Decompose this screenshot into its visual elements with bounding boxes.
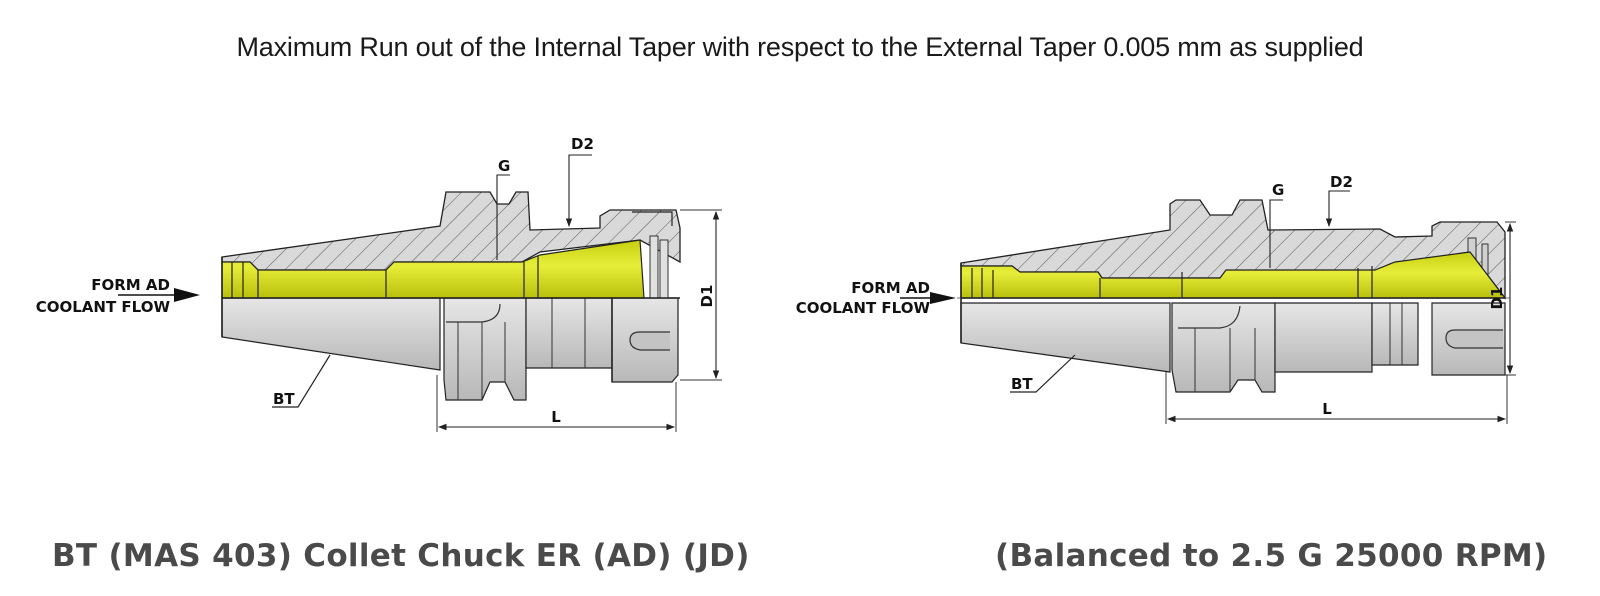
right-coolant-label-1: FORM AD: [851, 279, 930, 297]
right-d2-leader: [1325, 190, 1350, 228]
right-bt-label: BT: [1011, 375, 1033, 393]
left-coolant-arrow-icon: [174, 288, 200, 302]
left-bt-leader: [272, 354, 331, 408]
left-g-leader: [496, 174, 510, 260]
right-g-leader: [1269, 199, 1283, 268]
right-g-label: G: [1272, 181, 1284, 199]
right-d2-label: D2: [1330, 173, 1353, 191]
left-d2-label: D2: [571, 135, 594, 153]
right-bt-leader: [1010, 354, 1076, 393]
left-upper-section: [221, 191, 681, 299]
right-coolant-bore: [960, 251, 1507, 299]
left-d1-label: D1: [698, 285, 716, 308]
left-coolant-bore: [221, 239, 680, 299]
left-bt-label: BT: [273, 390, 295, 408]
left-d2-leader: [565, 154, 592, 228]
balance-caption: (Balanced to 2.5 G 25000 RPM): [995, 538, 1548, 574]
product-caption: BT (MAS 403) Collet Chuck ER (AD) (JD): [52, 538, 750, 574]
right-lower-body: [960, 302, 1506, 393]
left-g-label: G: [498, 157, 510, 175]
right-d1-label: D1: [1488, 287, 1506, 310]
left-lower-body: [221, 297, 679, 401]
left-coolant-label-1: FORM AD: [91, 276, 170, 294]
right-coolant-label-2: COOLANT FLOW: [796, 299, 931, 317]
right-coolant-arrow-icon: [930, 292, 956, 304]
left-l-label: L: [551, 408, 561, 426]
left-collet-chuck-drawing: FORM AD COOLANT FLOW BT G D2 D1 L: [36, 135, 722, 432]
runout-note: Maximum Run out of the Internal Taper wi…: [236, 32, 1364, 62]
right-collet-chuck-drawing: FORM AD COOLANT FLOW BT G D2 D1 L: [796, 173, 1516, 424]
right-l-label: L: [1322, 400, 1332, 418]
left-coolant-label-2: COOLANT FLOW: [36, 298, 171, 316]
